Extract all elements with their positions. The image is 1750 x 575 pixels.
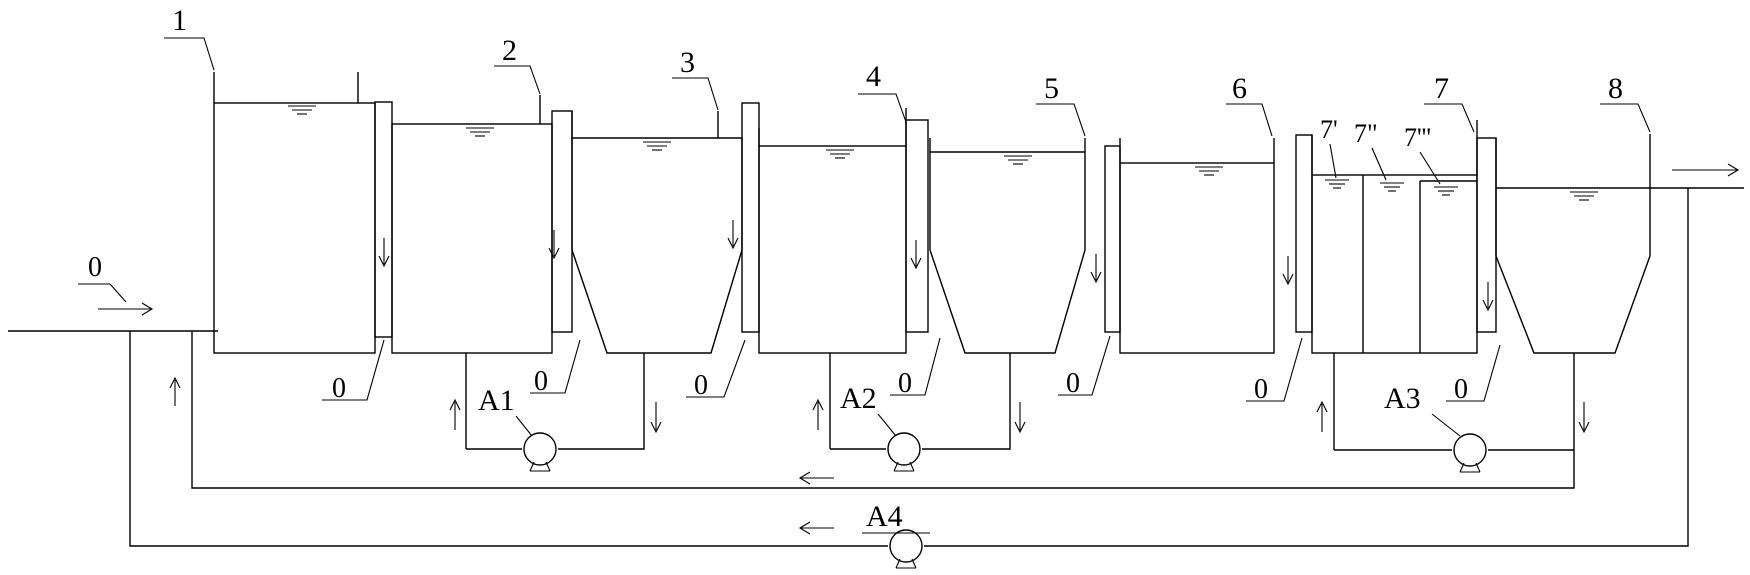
- baffle-6-7: [1282, 134, 1313, 333]
- baffle-1-2: [374, 101, 393, 338]
- water-level-symbol: [288, 105, 316, 115]
- zero-leader: [1246, 337, 1303, 402]
- tank-5-label: 5: [1044, 72, 1059, 105]
- tank-8-label: 8: [1608, 72, 1623, 105]
- pump-a3: [1453, 433, 1487, 473]
- tank-7: [1311, 120, 1478, 354]
- tank-4-label: 4: [866, 60, 881, 93]
- tank-1-label: 1: [172, 4, 187, 37]
- tank-2-label: 2: [502, 34, 517, 67]
- water-level-symbol: [1004, 155, 1032, 165]
- water-level-symbol: [1325, 179, 1349, 189]
- compartment-7b-label: 7": [1354, 119, 1378, 148]
- pump-a4-label: A4: [866, 500, 903, 533]
- zero-leader: [890, 337, 941, 396]
- compartment-7b-leader: [1371, 147, 1387, 181]
- inflow-label: 0: [88, 252, 102, 283]
- tank-3: [571, 111, 743, 354]
- tank-1-leader: [164, 37, 215, 71]
- zero-leader: [1446, 344, 1501, 402]
- tank-3-leader: [672, 77, 719, 111]
- baffle-7-8: [1476, 137, 1497, 333]
- inflow-pipe: [8, 302, 218, 332]
- tank-6: [1119, 138, 1275, 354]
- water-level-symbol: [1195, 166, 1223, 176]
- pump-a4: [889, 529, 923, 569]
- compartment-7a-leader: [1329, 143, 1337, 179]
- tank-6-leader: [1226, 103, 1273, 137]
- zero-label: 0: [1254, 374, 1268, 405]
- tank-6-label: 6: [1232, 72, 1247, 105]
- inflow-label-leader: [109, 283, 127, 303]
- effluent-return-line: [129, 188, 1689, 547]
- water-level-symbol: [1434, 186, 1458, 196]
- zero-label: 0: [1066, 368, 1080, 399]
- tank-3-label: 3: [680, 46, 695, 79]
- tank-2-leader: [494, 65, 541, 95]
- zero-label: 0: [898, 368, 912, 399]
- zero-label: 0: [534, 366, 548, 397]
- outflow-pipe: [1650, 163, 1744, 189]
- pump-a1-leader: [515, 415, 533, 437]
- pump-a3-leader: [1431, 413, 1461, 437]
- zero-leader: [322, 339, 385, 401]
- compartment-7c-label: 7''': [1404, 123, 1431, 152]
- pump-a2-label: A2: [840, 382, 877, 415]
- zero-label: 0: [694, 370, 708, 401]
- water-level-symbol: [1570, 191, 1598, 201]
- pump-a3-label: A3: [1384, 382, 1421, 415]
- recycle-loop-a2: [812, 353, 1026, 450]
- water-level-symbol: [466, 127, 494, 137]
- baffle-5-6: [1090, 145, 1121, 333]
- zero-leader: [686, 339, 746, 398]
- tank-5: [929, 138, 1086, 354]
- tank-4-leader: [858, 93, 907, 123]
- tank-2: [391, 95, 553, 354]
- tank-5-leader: [1036, 103, 1086, 137]
- recycle-loop-a1: [449, 353, 662, 450]
- tank-1: [213, 72, 376, 354]
- zero-label: 0: [1454, 374, 1468, 405]
- baffle-4-5: [905, 119, 929, 333]
- pump-a2: [887, 432, 921, 472]
- compartment-7a-label: 7': [1320, 115, 1338, 144]
- zero-leader: [1058, 335, 1111, 396]
- tank-4: [758, 108, 907, 354]
- sludge-return-line: [169, 331, 1575, 489]
- zero-label: 0: [332, 373, 346, 404]
- zero-leader: [530, 339, 581, 394]
- tank-8: [1495, 134, 1651, 354]
- water-level-symbol: [1380, 182, 1404, 192]
- water-level-symbol: [643, 141, 671, 151]
- pump-a1: [523, 432, 557, 472]
- pump-a2-leader: [877, 413, 897, 437]
- pump-a1-label: A1: [478, 384, 515, 417]
- compartment-7c-leader: [1419, 151, 1441, 185]
- tank-7-leader: [1424, 103, 1475, 133]
- water-level-symbol: [826, 149, 854, 159]
- tank-7-label: 7: [1434, 72, 1449, 105]
- tank-8-leader: [1600, 103, 1651, 133]
- baffle-2-3: [548, 110, 573, 333]
